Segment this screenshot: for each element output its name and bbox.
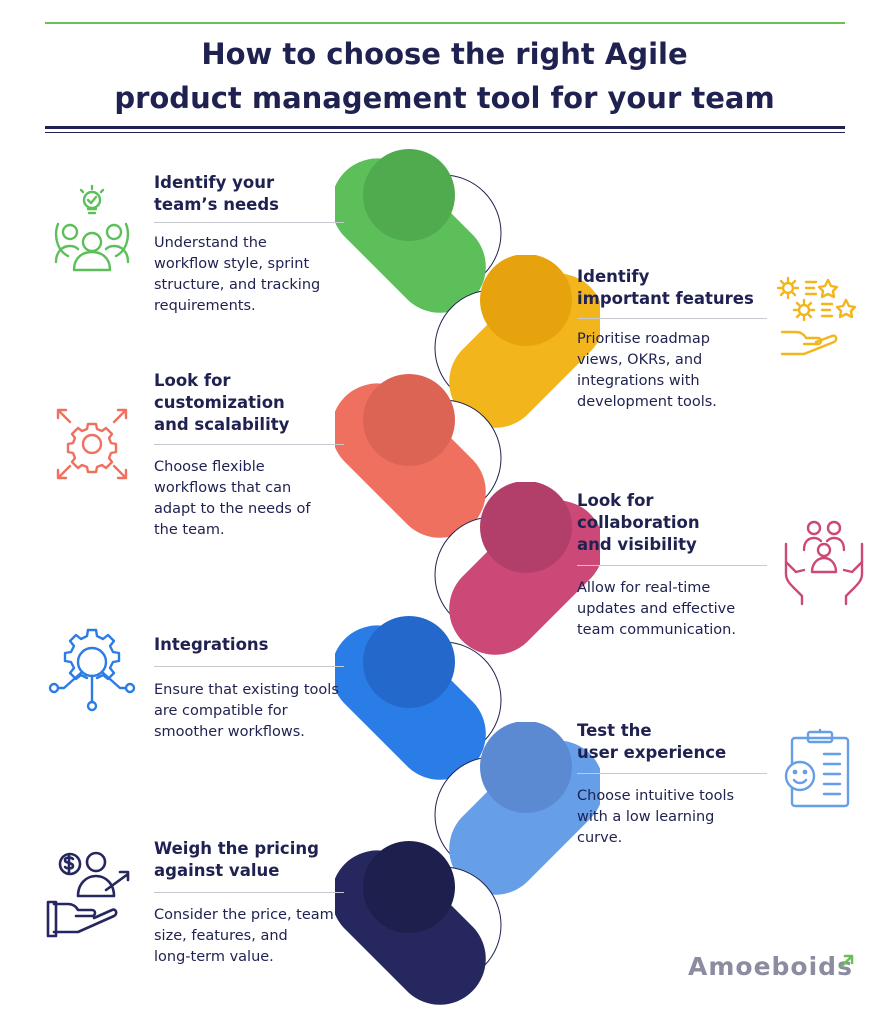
step-3-heading: Look for customization and scalability <box>154 370 344 436</box>
step-7-pill <box>335 832 525 1022</box>
step-5-text: Integrations Ensure that existing tools … <box>154 634 364 743</box>
step-2-heading-line-2: important features <box>577 289 754 308</box>
step-7-text: Weigh the pricing against value Consider… <box>154 838 364 968</box>
step-7-body-line-1: Consider the price, team <box>154 907 334 923</box>
page-title-line-1: How to choose the right Agile <box>201 37 688 71</box>
step-7-body: Consider the price, team size, features,… <box>154 905 364 968</box>
title-underline-thin <box>45 132 845 133</box>
step-6-pill <box>410 722 600 912</box>
step-4-heading: Look for collaboration and visibility <box>577 490 767 556</box>
step-3-body-line-1: Choose flexible <box>154 459 265 475</box>
step-1-body-line-3: structure, and tracking <box>154 277 321 293</box>
step-2-body-line-4: development tools. <box>577 394 717 410</box>
step-6-body-line-2: with a low learning <box>577 809 715 825</box>
step-1-body-line-2: workflow style, sprint <box>154 256 310 272</box>
step-7-divider <box>154 892 344 893</box>
step-4-body-line-3: team communication. <box>577 622 736 638</box>
step-5-divider <box>154 666 344 667</box>
page-title-line-2: product management tool for your team <box>114 81 775 115</box>
step-3-heading-line-2: customization <box>154 393 285 412</box>
scalability-gear-icon <box>44 396 140 492</box>
step-5-body-line-1: Ensure that existing tools <box>154 682 339 698</box>
step-2-body-line-2: views, OKRs, and <box>577 352 703 368</box>
step-6-heading-line-2: user experience <box>577 743 727 762</box>
step-6-body-line-3: curve. <box>577 830 623 846</box>
step-2-body: Prioritise roadmap views, OKRs, and inte… <box>577 329 767 413</box>
step-6-text: Test the user experience Choose intuitiv… <box>577 720 767 849</box>
step-3-heading-line-1: Look for <box>154 371 231 390</box>
step-2-heading-line-1: Identify <box>577 267 650 286</box>
step-3-pill <box>335 365 525 555</box>
step-2-divider <box>577 318 767 319</box>
clipboard-smile-icon <box>772 726 868 822</box>
step-4-heading-line-1: Look for <box>577 491 654 510</box>
step-6-divider <box>577 773 767 774</box>
step-7-heading-line-1: Weigh the pricing <box>154 839 319 858</box>
step-1-text: Identify your team’s needs Understand th… <box>154 172 344 317</box>
step-5-body: Ensure that existing tools are compatibl… <box>154 680 364 743</box>
features-hand-icon <box>772 270 868 366</box>
step-3-body-line-2: workflows that can <box>154 480 292 496</box>
step-5-heading: Integrations <box>154 634 364 656</box>
step-5-pill <box>335 607 525 797</box>
step-7-heading: Weigh the pricing against value <box>154 838 364 882</box>
step-1-body: Understand the workflow style, sprint st… <box>154 233 344 317</box>
title-underline <box>45 126 845 129</box>
step-2-body-line-3: integrations with <box>577 373 700 389</box>
step-4-body: Allow for real-time updates and effectiv… <box>577 578 767 641</box>
step-4-body-line-2: updates and effective <box>577 601 736 617</box>
step-6-heading: Test the user experience <box>577 720 767 764</box>
step-3-text: Look for customization and scalability C… <box>154 370 344 541</box>
brand-arrow-icon <box>840 954 854 968</box>
step-3-divider <box>154 444 344 445</box>
team-idea-icon <box>44 184 140 280</box>
step-2-text: Identify important features Prioritise r… <box>577 266 767 413</box>
step-2-pill <box>410 255 600 445</box>
step-1-body-line-1: Understand the <box>154 235 267 251</box>
brand-logo: Amoeboids <box>688 952 853 981</box>
step-4-divider <box>577 565 767 566</box>
collaboration-people-icon <box>776 514 872 610</box>
step-4-body-line-1: Allow for real-time <box>577 580 711 596</box>
page-title: How to choose the right Agile product ma… <box>0 32 889 120</box>
step-6-body: Choose intuitive tools with a low learni… <box>577 786 767 849</box>
step-4-pill <box>410 482 600 672</box>
integrations-network-icon <box>44 624 140 720</box>
step-3-heading-line-3: and scalability <box>154 415 290 434</box>
step-6-body-line-1: Choose intuitive tools <box>577 788 735 804</box>
step-1-divider <box>154 222 344 223</box>
step-4-text: Look for collaboration and visibility Al… <box>577 490 767 641</box>
step-5-body-line-3: smoother workflows. <box>154 724 305 740</box>
step-1-heading-line-2: team’s needs <box>154 195 279 214</box>
step-3-body: Choose flexible workflows that can adapt… <box>154 457 344 541</box>
step-4-heading-line-3: and visibility <box>577 535 697 554</box>
top-accent-rule <box>45 22 845 24</box>
step-1-heading-line-1: Identify your <box>154 173 275 192</box>
step-2-heading: Identify important features <box>577 266 767 310</box>
step-7-body-line-2: size, features, and <box>154 928 288 944</box>
step-1-heading: Identify your team’s needs <box>154 172 344 216</box>
step-3-body-line-3: adapt to the needs of <box>154 501 311 517</box>
step-4-heading-line-2: collaboration <box>577 513 700 532</box>
step-1-body-line-4: requirements. <box>154 298 256 314</box>
step-2-body-line-1: Prioritise roadmap <box>577 331 710 347</box>
step-7-heading-line-2: against value <box>154 861 280 880</box>
step-6-heading-line-1: Test the <box>577 721 652 740</box>
step-5-heading-line-1: Integrations <box>154 635 269 654</box>
step-1-pill <box>335 140 525 330</box>
step-3-body-line-4: the team. <box>154 522 225 538</box>
step-7-body-line-3: long-term value. <box>154 949 274 965</box>
step-5-body-line-2: are compatible for <box>154 703 288 719</box>
pricing-value-icon <box>44 846 140 942</box>
